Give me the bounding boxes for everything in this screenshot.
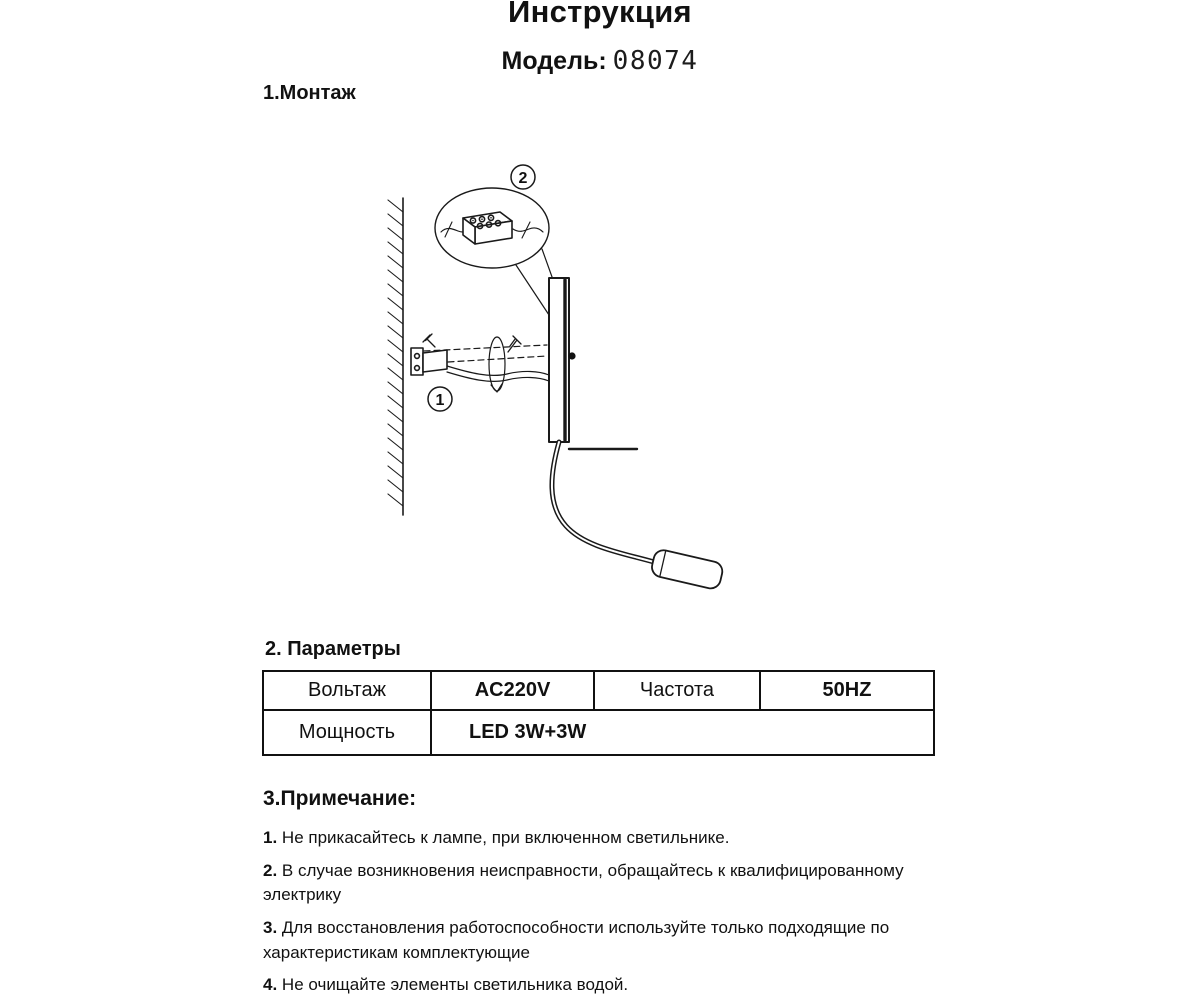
note-item-2: 2. В случае возникновения неисправности,… — [263, 859, 931, 908]
section-notes-heading: 3.Примечание: — [263, 787, 417, 810]
note-item-3: 3. Для восстановления работоспособности … — [263, 916, 931, 965]
screw-icon — [507, 335, 522, 353]
note-text: Не прикасайтесь к лампе, при включенном … — [281, 828, 730, 847]
lamp-wall-plate — [548, 277, 576, 443]
callout-2-label: 2 — [519, 170, 528, 187]
spec-table-row-2: Мощность LED 3W+3W — [264, 711, 933, 754]
terminal-block-icon — [462, 211, 513, 245]
lamp-head — [651, 549, 724, 590]
bracket-screw-icon — [422, 333, 436, 348]
voltage-value-cell: AC220V — [432, 672, 595, 711]
note-text: Не очищайте элементы светильника водой. — [281, 975, 629, 995]
power-label-cell: Мощность — [264, 711, 432, 754]
voltage-label-cell: Вольтаж — [264, 672, 432, 711]
installation-diagram: 2 1 — [387, 164, 724, 590]
rotation-arrow-icon — [488, 336, 506, 393]
model-line: Модель:08074 — [0, 46, 1200, 76]
callout-circle-2: 2 — [510, 164, 536, 190]
callout-1-label: 1 — [436, 392, 445, 409]
mounting-bracket — [410, 347, 448, 376]
note-number: 1. — [263, 828, 278, 847]
note-number: 3. — [263, 917, 278, 937]
wire-lower — [446, 371, 550, 383]
callout-pointer-line — [513, 261, 552, 319]
note-text: В случае возникновения неисправности, об… — [263, 860, 904, 905]
frequency-value-cell: 50HZ — [761, 672, 933, 711]
wire-upper — [446, 365, 550, 377]
section-montage-heading: 1.Монтаж — [263, 82, 356, 104]
note-number: 2. — [263, 860, 278, 880]
callout-circle-1: 1 — [427, 386, 453, 412]
gooseneck-cable-inner — [551, 441, 655, 563]
terminal-block-callout — [434, 187, 550, 269]
doc-title: Инструкция — [508, 0, 692, 29]
section-params-heading: 2. Параметры — [265, 638, 401, 660]
wall-hatching — [387, 199, 404, 507]
frequency-label-cell: Частота — [595, 672, 761, 711]
spec-table: Вольтаж AC220V Частота 50HZ Мощность LED… — [262, 670, 935, 756]
model-value: 08074 — [612, 46, 699, 76]
callout-wire-right — [512, 227, 544, 233]
lamp-switch-knob — [568, 352, 576, 360]
alignment-dashed-line-2 — [447, 355, 548, 363]
note-item-1: 1. Не прикасайтесь к лампе, при включенн… — [263, 826, 931, 851]
model-label: Модель: — [501, 47, 607, 75]
gooseneck-cable — [549, 439, 657, 565]
note-item-4: 4. Не очищайте элементы светильника водо… — [263, 973, 931, 998]
power-value-cell: LED 3W+3W — [469, 721, 587, 743]
note-text: Для восстановления работоспособности исп… — [263, 917, 890, 962]
note-number: 4. — [263, 975, 278, 995]
notes-list: 1. Не прикасайтесь к лампе, при включенн… — [263, 826, 931, 1000]
spec-table-row-1: Вольтаж AC220V Частота 50HZ — [264, 672, 933, 711]
